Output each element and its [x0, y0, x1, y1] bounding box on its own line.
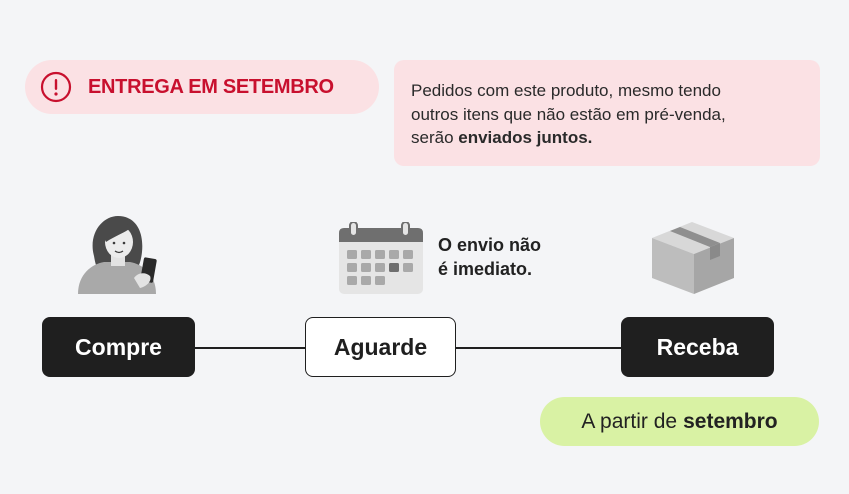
woman-with-phone-icon: [78, 216, 157, 294]
step-compre: Compre: [42, 317, 195, 377]
wait-note: O envio não é imediato.: [438, 233, 588, 281]
wait-note-line-2: é imediato.: [438, 259, 533, 279]
note-line-2: outros itens que não estão em pré-venda,: [411, 104, 726, 124]
banner-title: ENTREGA EM SETEMBRO: [88, 76, 334, 98]
step-aguarde-label: Aguarde: [333, 333, 428, 360]
package-box-icon: [652, 222, 734, 294]
note-line-1: Pedidos com este produto, mesmo tendo: [411, 81, 721, 100]
pill-prefix: A partir de: [581, 409, 678, 433]
connector-line-1: [194, 347, 306, 349]
note-line-3-prefix: serão: [411, 128, 459, 147]
note-line-3-bold: enviados juntos.: [458, 128, 593, 147]
calendar-icon: [339, 222, 423, 294]
note-line-3: serão enviados juntos.: [411, 126, 808, 150]
wait-note-line-1: O envio não: [438, 235, 542, 255]
step-receba-label: Receba: [656, 333, 739, 360]
alert-circle-icon: [40, 71, 72, 103]
delivery-banner: ENTREGA EM SETEMBRO: [25, 60, 379, 114]
step-compre-label: Compre: [75, 333, 162, 360]
connector-line-2: [454, 347, 622, 349]
step-receba: Receba: [621, 317, 774, 377]
step-aguarde: Aguarde: [305, 317, 456, 377]
preorder-note: Pedidos com este produto, mesmo tendo ou…: [394, 60, 820, 166]
delivery-date-pill: A partir de setembro: [540, 397, 819, 446]
pill-bold: setembro: [683, 409, 778, 433]
